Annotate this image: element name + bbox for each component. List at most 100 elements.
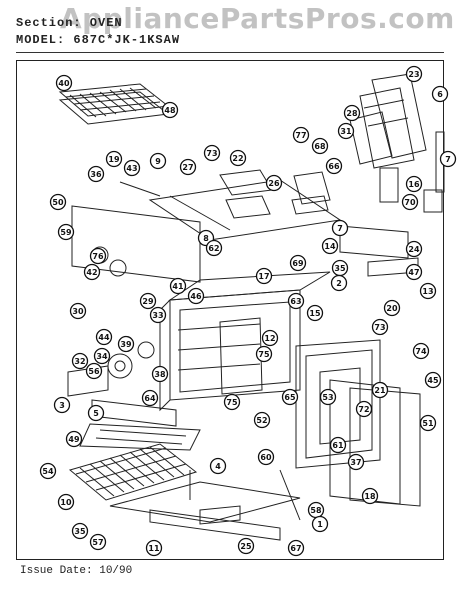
issue-date: Issue Date: 10/90 <box>20 565 133 577</box>
callout-61: 61 <box>329 436 347 454</box>
callout-27: 27 <box>179 158 197 176</box>
callout-circle <box>203 144 221 162</box>
callout-label: 73 <box>206 149 217 158</box>
callout-24: 24 <box>405 240 423 258</box>
callout-circle <box>419 282 437 300</box>
callout-circle <box>95 328 113 346</box>
callout-label: 42 <box>86 268 97 277</box>
callout-circle <box>69 302 87 320</box>
callout-label: 63 <box>290 297 301 306</box>
callout-label: 70 <box>404 198 416 207</box>
callout-circle <box>145 539 163 557</box>
callout-1: 1 <box>311 515 329 533</box>
callout-63: 63 <box>287 292 305 310</box>
callout-circle <box>139 292 157 310</box>
callout-44: 44 <box>95 328 113 346</box>
callout-label: 57 <box>92 538 103 547</box>
callout-46: 46 <box>187 287 205 305</box>
callout-label: 1 <box>317 520 323 529</box>
callout-label: 27 <box>182 163 193 172</box>
callout-53: 53 <box>319 388 337 406</box>
callout-label: 19 <box>108 155 120 164</box>
callout-7: 7 <box>439 150 457 168</box>
callout-label: 18 <box>364 492 376 501</box>
rear-bracket <box>60 205 201 283</box>
callout-circle <box>311 515 329 533</box>
callout-33: 33 <box>149 306 167 324</box>
callout-label: 30 <box>72 307 84 316</box>
callout-label: 66 <box>328 162 340 171</box>
watermark: AppliancePartsPros.com <box>60 2 455 35</box>
callout-32: 32 <box>71 352 89 370</box>
callout-circle <box>311 137 329 155</box>
callout-47: 47 <box>405 263 423 281</box>
callout-circle <box>321 237 339 255</box>
callout-29: 29 <box>139 292 157 310</box>
callout-circle <box>149 306 167 324</box>
callout-circle <box>49 193 67 211</box>
callout-label: 39 <box>120 340 132 349</box>
callout-label: 74 <box>415 347 427 356</box>
callout-circle <box>149 152 167 170</box>
callout-label: 36 <box>90 170 102 179</box>
callout-circle <box>65 430 83 448</box>
callout-28: 28 <box>343 104 361 122</box>
oven-cavity <box>159 271 331 412</box>
callout-circle <box>261 329 279 347</box>
callout-73: 73 <box>371 318 389 336</box>
callout-73: 73 <box>203 144 221 162</box>
callout-26: 26 <box>265 174 283 192</box>
callout-label: 34 <box>96 352 108 361</box>
callout-72: 72 <box>355 400 373 418</box>
callout-62: 62 <box>205 239 223 257</box>
callout-label: 14 <box>324 242 336 251</box>
callout-circle <box>71 522 89 540</box>
callout-circle <box>161 101 179 119</box>
vent-duct-assembly <box>349 73 445 213</box>
callout-label: 7 <box>445 155 451 164</box>
callout-circle <box>39 462 57 480</box>
callout-label: 32 <box>74 357 85 366</box>
callout-circle <box>87 165 105 183</box>
callout-34: 34 <box>93 347 111 365</box>
callout-circle <box>55 74 73 92</box>
callout-label: 20 <box>386 304 398 313</box>
callout-label: 54 <box>42 467 54 476</box>
callout-21: 21 <box>371 381 389 399</box>
callout-circle <box>53 396 71 414</box>
callout-circle <box>89 247 107 265</box>
callout-circle <box>237 537 255 555</box>
callout-label: 7 <box>337 224 343 233</box>
callout-circle <box>383 299 401 317</box>
callout-45: 45 <box>424 371 442 389</box>
callout-circle <box>405 175 423 193</box>
callout-label: 23 <box>408 70 419 79</box>
callout-35: 35 <box>331 259 349 277</box>
callout-3: 3 <box>53 396 71 414</box>
callout-circle <box>347 453 365 471</box>
callout-label: 51 <box>422 419 434 428</box>
callout-label: 4 <box>215 462 221 471</box>
callout-75: 75 <box>223 393 241 411</box>
callout-circle <box>209 457 227 475</box>
callout-label: 69 <box>292 259 304 268</box>
callout-label: 26 <box>268 179 280 188</box>
callout-circle <box>371 381 389 399</box>
callout-48: 48 <box>161 101 179 119</box>
callout-circle <box>151 365 169 383</box>
callout-54: 54 <box>39 462 57 480</box>
callout-label: 3 <box>59 401 65 410</box>
callout-17: 17 <box>255 267 273 285</box>
callout-label: 11 <box>148 544 160 553</box>
model-label: MODEL: 687C*JK-1KSAW <box>16 33 181 47</box>
callout-label: 75 <box>226 398 238 407</box>
callout-40: 40 <box>55 74 73 92</box>
callout-circle <box>405 65 423 83</box>
top-panel-assembly <box>119 169 342 241</box>
callout-38: 38 <box>151 365 169 383</box>
callout-circle <box>355 400 373 418</box>
callout-41: 41 <box>169 277 187 295</box>
callout-14: 14 <box>321 237 339 255</box>
callout-75: 75 <box>255 345 273 363</box>
